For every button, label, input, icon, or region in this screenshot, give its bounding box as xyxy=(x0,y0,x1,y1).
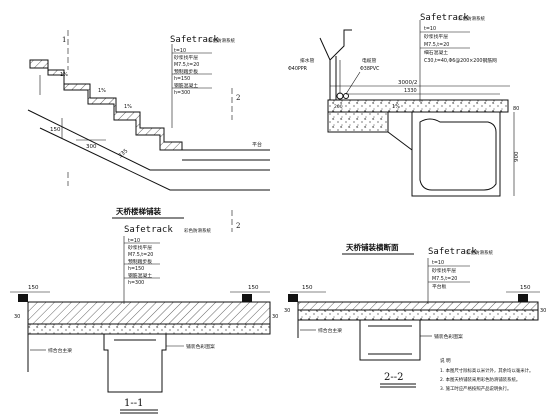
callout-cable: 电缆管 xyxy=(362,57,377,64)
axis-mark-1: 1 xyxy=(62,36,66,44)
note-left: 综合台主梁 xyxy=(318,327,342,334)
brand-suffix: 彩色防滑系统 xyxy=(208,37,235,44)
stair-detail: 1 2 2 1% 1% 1% 150 300 335 平台 Safetrack … xyxy=(27,30,270,232)
deck-section: 排水管 Φ40PPR 电缆管 Φ38PVC Safetrack 彩色防滑系统 t… xyxy=(288,13,520,255)
deck-slab xyxy=(327,99,509,113)
brand-label: Safetrack xyxy=(428,247,477,257)
callout-cable-spec: Φ38PVC xyxy=(360,66,380,72)
note-line: 1. 本图尺寸除标高以米计外，其余均以毫米计。 xyxy=(440,367,533,374)
layer-label: h=150 xyxy=(128,266,144,272)
layer-label: h=300 xyxy=(174,90,190,96)
dim-left: 150 xyxy=(28,285,39,291)
layer-label: t=10 xyxy=(432,260,444,266)
layer-label: 预制踏步板 xyxy=(174,68,198,75)
dim-height: 900 xyxy=(514,151,520,162)
layer-label: t=10 xyxy=(174,48,186,54)
axis-mark-2b: 2 xyxy=(236,222,240,230)
slope-label: 1% xyxy=(98,88,106,94)
notes-title: 说 明 xyxy=(440,357,451,364)
callout-drain: 排水管 xyxy=(300,57,315,64)
layer-label: 细石混凝土 xyxy=(424,49,448,56)
layer-label: M7.5,t=20 xyxy=(174,62,199,68)
callout-drain-spec: Φ40PPR xyxy=(288,66,308,72)
note-line: 3. 施工时应严格按照产品说明执行。 xyxy=(440,385,511,392)
axis-mark-2: 2 xyxy=(236,94,240,102)
layer-label: 钢筋混凝土 xyxy=(174,82,198,89)
layer-label: h=150 xyxy=(174,76,190,82)
layer-label: M7.5,t=20 xyxy=(424,42,449,48)
dim-right: 80 xyxy=(513,106,519,112)
dim-left: 150 xyxy=(302,285,313,291)
platform-label: 平台 xyxy=(252,141,262,148)
brand-label: Safetrack xyxy=(124,225,173,235)
layer-label: 钢筋混凝土 xyxy=(128,272,152,279)
section11-slab xyxy=(27,301,271,325)
layer-label: 砂浆找平层 xyxy=(424,33,448,40)
layer-label: M7.5,t=20 xyxy=(128,252,153,258)
slope-label: 1% xyxy=(124,104,132,110)
brand-suffix: 彩色防滑系统 xyxy=(458,15,485,22)
section11-title: 1--1 xyxy=(124,398,143,409)
section-1-1: 150 150 30 30 Safetrack 彩色防滑系统 t=10 砂浆找平… xyxy=(10,225,278,414)
note-line: 2. 本图天桥铺装采用彩色防滑铺装系统。 xyxy=(440,376,520,383)
brand-label: Safetrack xyxy=(170,35,219,45)
layer-label: M7.5,t=20 xyxy=(432,276,457,282)
dim-side-l: 30 xyxy=(284,308,290,314)
layer-label: 预制踏步板 xyxy=(128,258,152,265)
dim-run: 300 xyxy=(86,144,97,150)
note-right: 铺装色彩图案 xyxy=(186,343,215,350)
dim-right: 150 xyxy=(248,285,259,291)
note-right: 铺装色彩图案 xyxy=(434,333,463,340)
layer-label: 砂浆找平层 xyxy=(128,244,152,251)
layer-label: 平台板 xyxy=(432,283,447,290)
brand-suffix: 彩色防滑系统 xyxy=(466,249,493,256)
section22-slab xyxy=(297,301,539,311)
dim-side-r: 30 xyxy=(272,314,278,320)
dim-left: 200 xyxy=(334,104,343,110)
layer-label: 砂浆找平层 xyxy=(174,54,198,61)
layer-label: t=10 xyxy=(128,238,140,244)
dim-side-r: 30 xyxy=(540,308,546,314)
slope-label: 1% xyxy=(60,72,68,78)
deck-slope: 1% xyxy=(392,104,400,110)
stair-title: 天桥楼梯铺装 xyxy=(116,206,161,216)
dim-top: 3000/2 xyxy=(398,80,417,86)
deck-title: 天桥铺装横断面 xyxy=(346,242,399,252)
section22-title: 2--2 xyxy=(384,372,403,383)
dim-mid: 1330 xyxy=(404,88,417,94)
brand-suffix: 彩色防滑系统 xyxy=(184,227,211,234)
dim-diag: 335 xyxy=(117,148,129,160)
layer-label: h=300 xyxy=(128,280,144,286)
dim-side-l: 30 xyxy=(14,314,20,320)
layer-label: C30,t=40,Φ6@200×200钢筋网 xyxy=(424,57,497,64)
stair-tread-band xyxy=(29,59,183,151)
brand-label: Safetrack xyxy=(420,13,469,23)
layer-label: t=10 xyxy=(424,26,436,32)
dim-rise: 150 xyxy=(50,127,61,133)
note-left: 综合台主梁 xyxy=(48,347,72,354)
layer-label: 砂浆找平层 xyxy=(432,267,456,274)
section-2-2: 150 150 30 30 Safetrack 彩色防滑系统 t=10 砂浆找平… xyxy=(284,247,546,392)
dim-right: 150 xyxy=(520,285,531,291)
